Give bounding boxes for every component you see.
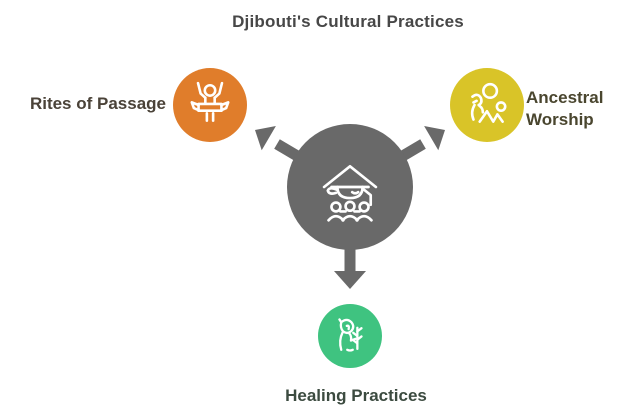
arrow-to-ancestral: [398, 126, 445, 162]
center-node-circle: [287, 124, 413, 250]
healer-plant-icon: [338, 318, 363, 352]
rites-node-circle: [173, 68, 247, 142]
diagram-title: Djibouti's Cultural Practices: [232, 12, 464, 31]
community-house-icon: [322, 164, 378, 222]
healing-node-label: Healing Practices: [285, 386, 427, 405]
healing-node-circle: [318, 304, 382, 368]
ancestral-node-label: Ancestral Worship: [526, 88, 604, 129]
ancestor-figures-icon: [470, 82, 507, 123]
ancestral-node-circle: [450, 68, 524, 142]
celebration-person-icon: [190, 81, 230, 122]
arrow-to-rites: [255, 126, 302, 162]
rites-node-label: Rites of Passage: [29, 94, 166, 113]
